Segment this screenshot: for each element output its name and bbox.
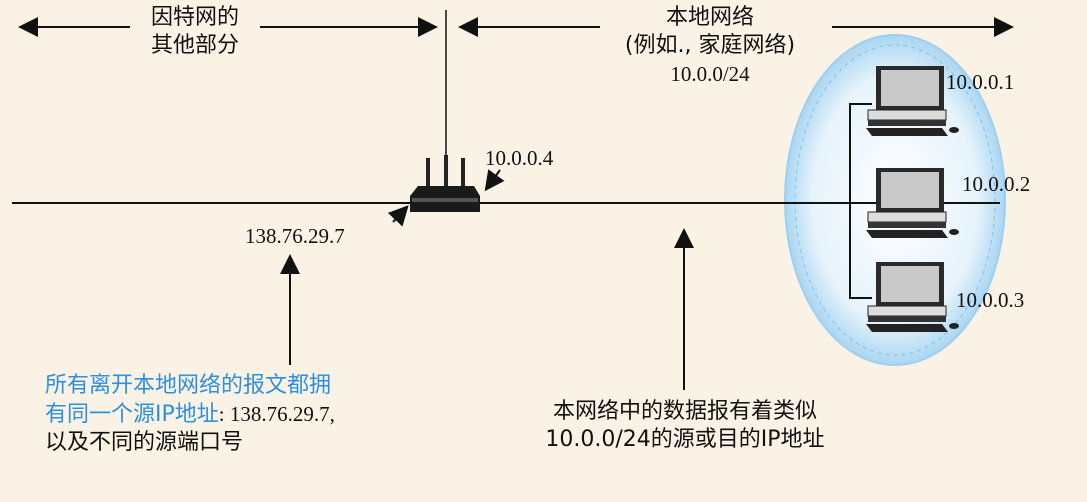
computer-icon xyxy=(866,262,959,332)
local-network-example: (例如., 家庭网络) xyxy=(624,33,796,58)
router-local-ip: 10.0.0.4 xyxy=(485,146,554,170)
right-note-line2: 10.0.0/24的源或目的IP地址 xyxy=(545,427,825,452)
host-ip-3: 10.0.0.3 xyxy=(956,288,1025,312)
internet-label: 因特网的 其他部分 xyxy=(130,4,260,60)
local-network-ellipse-dash xyxy=(794,44,996,356)
router-icon xyxy=(410,155,480,212)
arrow-to-local-ip xyxy=(484,169,505,192)
left-note-line3: 以及不同的源端口号 xyxy=(45,430,244,455)
host-bus xyxy=(849,103,872,299)
local-network-label: 本地网络 (例如., 家庭网络) 10.0.0/24 xyxy=(575,4,845,87)
router-public-ip: 138.76.29.7 xyxy=(245,224,345,248)
left-note-line2-blue: 有同一个源IP地址 xyxy=(45,402,219,427)
computer-icon xyxy=(866,66,959,136)
local-network-title: 本地网络 xyxy=(665,5,754,30)
right-note-line1: 本网络中的数据报有着类似 xyxy=(552,399,817,424)
right-note: 本网络中的数据报有着类似 10.0.0/24的源或目的IP地址 xyxy=(520,398,850,454)
left-note-line2-black: : 138.76.29.7, xyxy=(218,402,335,426)
host-ip-2: 10.0.0.2 xyxy=(962,172,1031,196)
host-ip-1: 10.0.0.1 xyxy=(946,70,1015,94)
internet-label-line1: 因特网的 xyxy=(150,5,239,30)
arrow-to-public-ip xyxy=(387,205,409,227)
left-note: 所有离开本地网络的报文都拥 有同一个源IP地址: 138.76.29.7, 以及… xyxy=(45,372,485,457)
local-subnet: 10.0.0/24 xyxy=(670,62,750,86)
computer-icon xyxy=(866,168,959,238)
internet-label-line2: 其他部分 xyxy=(150,33,239,58)
left-note-line1: 所有离开本地网络的报文都拥 xyxy=(45,373,332,398)
